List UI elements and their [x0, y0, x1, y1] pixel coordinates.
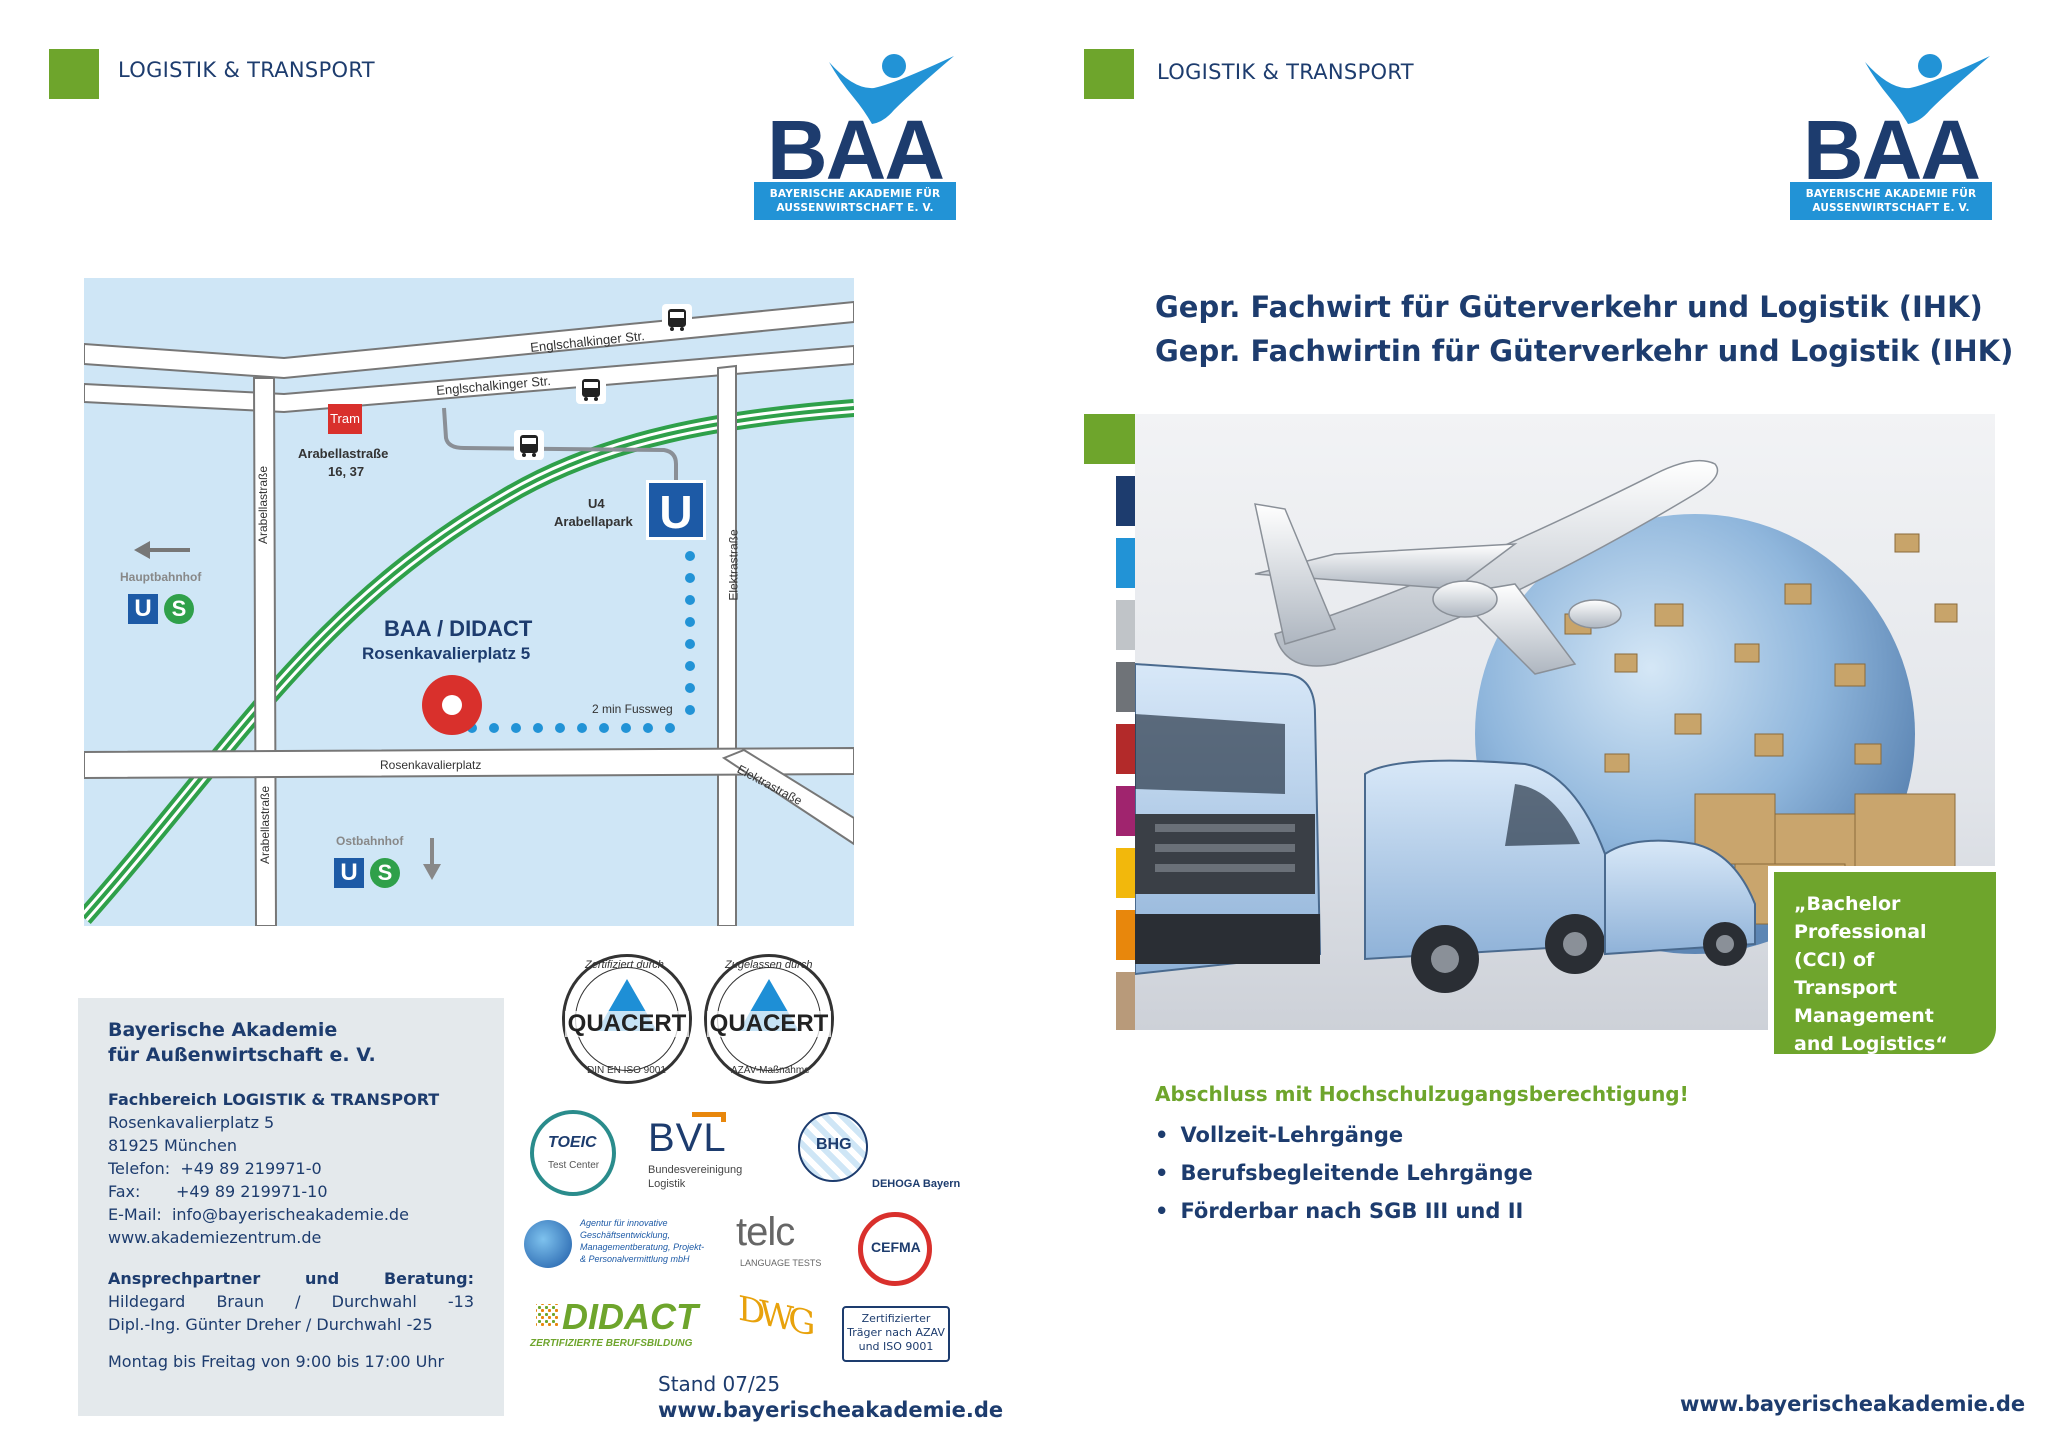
- fax-row: Fax:+49 89 219971-10: [108, 1182, 328, 1201]
- color-stripe-2: [1116, 476, 1135, 526]
- baa-wordmark-right: BAA: [1803, 103, 1981, 197]
- email-row: E-Mail: info@bayerischeakademie.de: [108, 1205, 409, 1224]
- contact-box: Bayerische Akademie für Außenwirtschaft …: [78, 998, 504, 1416]
- website-url-left[interactable]: www.bayerischeakademie.de: [658, 1398, 1004, 1422]
- elektrastrasse-upper-label: Elektrastraße: [726, 529, 741, 601]
- baa-tagline-left: BAYERISCHE AKADEMIE FÜR AUSSENWIRTSCHAFT…: [754, 182, 956, 220]
- rosenkavalierplatz-label: Rosenkavalierplatz: [380, 758, 482, 772]
- bhg-dehoga-logo: BHG DEHOGA Bayern: [790, 1112, 960, 1192]
- tram-stop-label: Arabellastraße: [298, 446, 389, 461]
- s-bahn-hauptbahnhof-icon: S: [164, 594, 194, 624]
- didact-dots-icon: [536, 1304, 558, 1326]
- baa-figure-icon: [829, 54, 954, 124]
- baa-wordmark-left: BAA: [767, 103, 945, 197]
- destination-name: BAA / DIDACT: [384, 616, 533, 641]
- map-streets: [84, 300, 854, 926]
- office-hours: Montag bis Freitag von 9:00 bis 17:00 Uh…: [108, 1352, 445, 1371]
- baa-figure-icon-right: [1865, 54, 1990, 124]
- telc-logo: telc LANGUAGE TESTS: [736, 1210, 822, 1268]
- color-stripe-1: [1084, 414, 1135, 464]
- website-url-right[interactable]: www.bayerischeakademie.de: [1680, 1392, 2026, 1416]
- color-stripe-4: [1116, 600, 1135, 650]
- toeic-logo: TOEIC Test Center: [530, 1110, 616, 1196]
- u-bahn-arabellapark-icon: U: [646, 480, 706, 540]
- tram-icon: Tram: [328, 404, 362, 434]
- walk-time-label: 2 min Fussweg: [592, 702, 673, 716]
- u4-station-label: Arabellapark: [554, 514, 633, 529]
- bus-icon-1: [662, 304, 692, 334]
- van-icon: [1364, 759, 1617, 993]
- arabellastrasse-upper-label: Arabellastraße: [256, 465, 271, 545]
- header-green-square-left: [49, 49, 99, 99]
- u4-line-label: U4: [588, 496, 605, 511]
- hauptbahnhof-label: Hauptbahnhof: [120, 570, 202, 584]
- baa-tagline-right: BAYERISCHE AKADEMIE FÜR AUSSENWIRTSCHAFT…: [1790, 182, 1992, 220]
- org-name-1: Bayerische Akademie: [108, 1019, 338, 1041]
- u-bahn-hauptbahnhof-icon: U: [128, 594, 158, 624]
- logistics-illustration: [1135, 459, 1958, 993]
- baa-logo-left: BAA BAYERISCHE AKADEMIE FÜR AUSSENWIRTSC…: [744, 50, 966, 226]
- phone-row: Telefon: +49 89 219971-0: [108, 1159, 322, 1178]
- location-map: Englschalkinger Str. Englschalkinger Str…: [84, 278, 854, 926]
- department: Fachbereich LOGISTIK & TRANSPORT: [108, 1090, 440, 1109]
- web-link[interactable]: www.akademiezentrum.de: [108, 1228, 322, 1247]
- list-item: Vollzeit-Lehrgänge: [1155, 1116, 1533, 1154]
- bus-icon-3: [514, 430, 544, 460]
- quacert-azav-seal: QUACERT Zugelassen durch AZAV-Maßnahme: [704, 954, 834, 1084]
- course-options-list: Vollzeit-Lehrgänge Berufsbegleitende Leh…: [1155, 1116, 1533, 1230]
- quacert-iso-seal: QUACERT Zertifiziert durch DIN EN ISO 90…: [562, 954, 692, 1084]
- fax-number: +49 89 219971-10: [176, 1182, 328, 1201]
- car-icon: [1604, 839, 1756, 966]
- arabellastrasse-lower-label: Arabellastraße: [258, 785, 273, 865]
- didact-logo: DIDACT ZERTIFIZIERTE BERUFSBILDUNG: [530, 1296, 698, 1349]
- header-label-right: LOGISTIK & TRANSPORT: [1157, 60, 1414, 84]
- s-bahn-ostbahnhof-icon: S: [370, 858, 400, 888]
- airplane-icon: [1254, 459, 1719, 675]
- agentur-logo: Agentur für innovative Geschäftsentwickl…: [524, 1218, 712, 1268]
- color-stripe-5: [1116, 662, 1135, 712]
- header-label-left: LOGISTIK & TRANSPORT: [118, 58, 375, 82]
- truck-icon: [1135, 662, 1322, 976]
- stand-date: Stand 07/25: [658, 1372, 781, 1396]
- color-stripe-6: [1116, 724, 1135, 774]
- logistics-hero-image: [1135, 414, 1995, 1030]
- cefma-logo: CEFMA: [858, 1212, 932, 1286]
- globe-icon: [524, 1220, 572, 1268]
- course-title-1: Gepr. Fachwirt für Güterverkehr und Logi…: [1155, 290, 1983, 324]
- baa-logo-right: BAA BAYERISCHE AKADEMIE FÜR AUSSENWIRTSC…: [1780, 50, 2002, 226]
- color-stripe-10: [1116, 972, 1135, 1030]
- phone-number[interactable]: +49 89 219971-0: [180, 1159, 322, 1178]
- contact-person-2: Dipl.-Ing. Günter Dreher / Durchwahl -25: [108, 1315, 433, 1334]
- dwg-logo: DWG: [738, 1288, 810, 1344]
- tram-lines-label: 16, 37: [328, 464, 365, 479]
- org-name-2: für Außenwirtschaft e. V.: [108, 1044, 376, 1066]
- bachelor-professional-badge: „Bachelor Professional (CCI) of Transpor…: [1768, 866, 1996, 1055]
- list-item: Berufsbegleitende Lehrgänge: [1155, 1154, 1532, 1192]
- u-bahn-ostbahnhof-icon: U: [334, 858, 364, 888]
- bvl-logo: BVL Bundesvereinigung Logistik: [648, 1112, 768, 1192]
- qualification-subheading: Abschluss mit Hochschulzugangsberechtigu…: [1155, 1082, 1689, 1106]
- ostbahnhof-label: Ostbahnhof: [336, 834, 404, 848]
- bus-icon-2: [576, 374, 606, 404]
- list-item: Förderbar nach SGB III und II: [1155, 1192, 1533, 1230]
- color-stripe-8: [1116, 848, 1135, 898]
- course-title-2: Gepr. Fachwirtin für Güterverkehr und Lo…: [1155, 334, 2014, 368]
- city: 81925 München: [108, 1136, 237, 1155]
- color-stripe-9: [1116, 910, 1135, 960]
- street: Rosenkavalierplatz 5: [108, 1113, 275, 1132]
- color-stripe-3: [1116, 538, 1135, 588]
- email-link[interactable]: info@bayerischeakademie.de: [171, 1205, 409, 1224]
- destination-address: Rosenkavalierplatz 5: [362, 644, 531, 663]
- azav-certified-box: Zertifizierter Träger nach AZAV und ISO …: [842, 1306, 950, 1362]
- color-stripe-7: [1116, 786, 1135, 836]
- header-green-square-right: [1084, 49, 1134, 99]
